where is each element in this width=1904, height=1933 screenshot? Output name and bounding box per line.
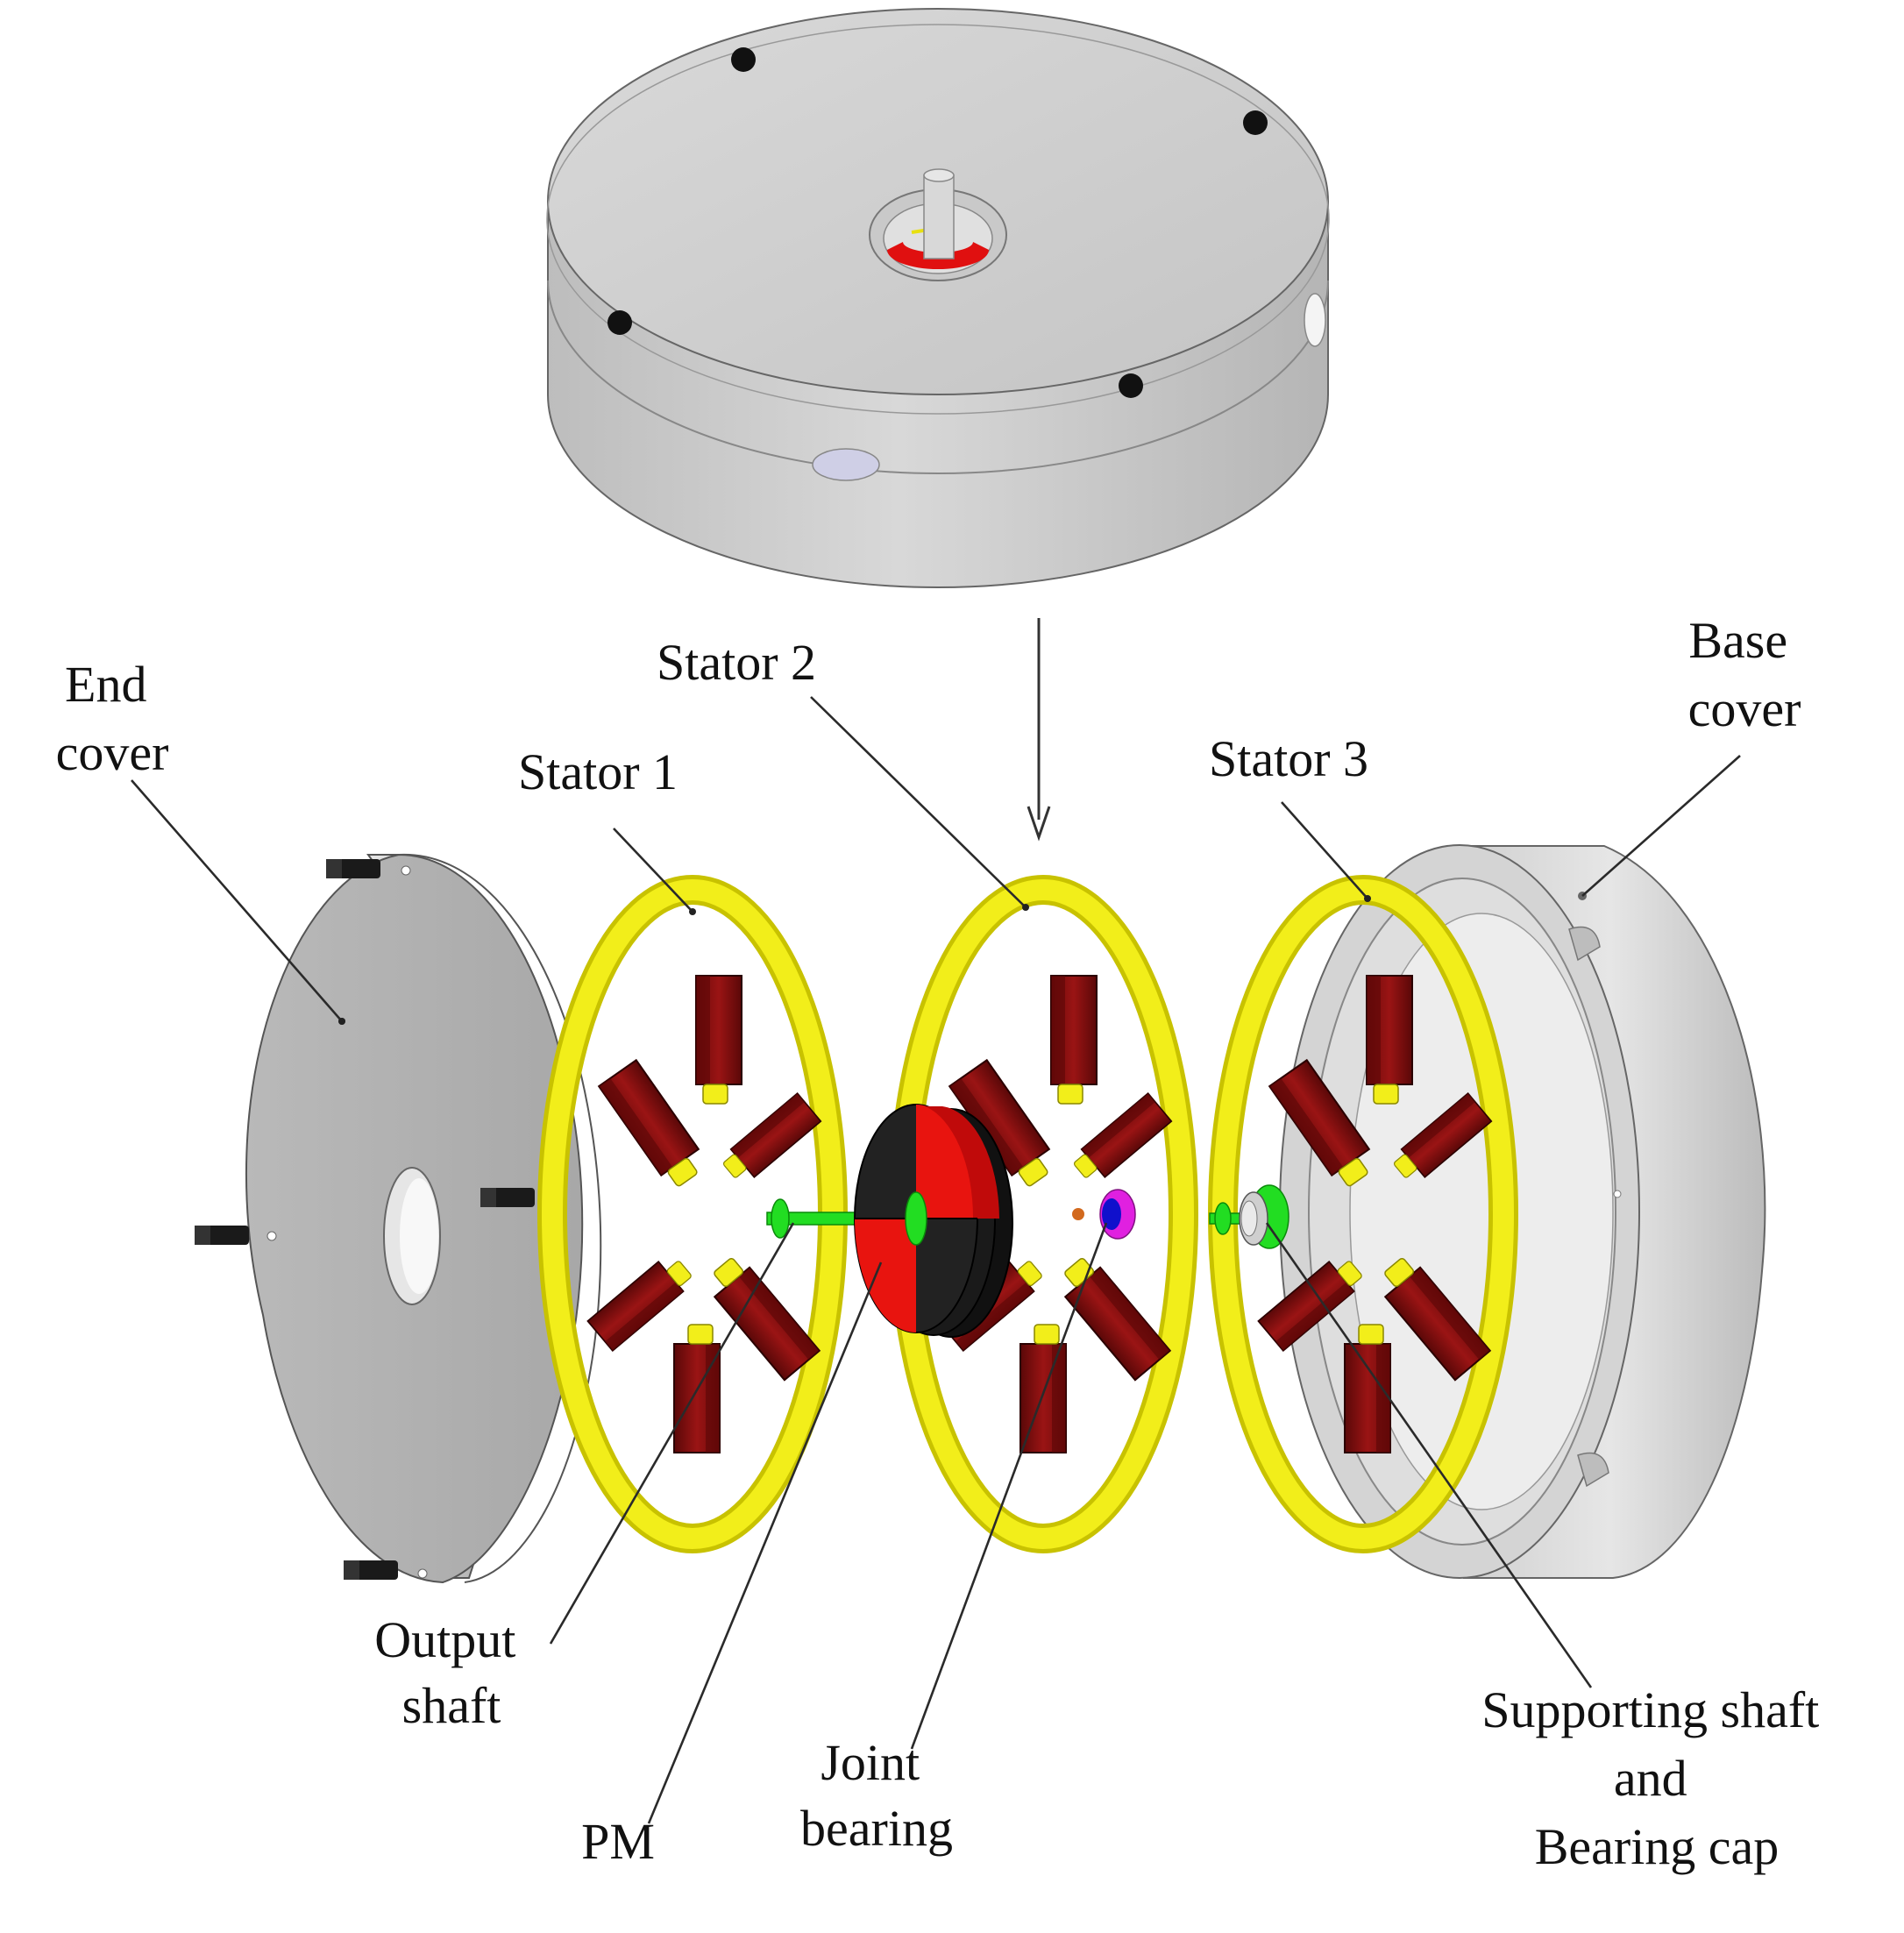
- screw-icon: [326, 859, 380, 878]
- leader-supporting-shaft: [1265, 1222, 1593, 1688]
- leader-pm: [647, 1261, 883, 1824]
- label-stator-2: Stator 2: [657, 634, 816, 691]
- label-output-shaft: Output shaft: [374, 1611, 529, 1734]
- label-base-cover: Base cover: [1688, 612, 1801, 737]
- label-pm: PM: [581, 1813, 655, 1870]
- label-supporting-shaft: Supporting shaft and Bearing cap: [1481, 1681, 1832, 1875]
- leader-stator-3: [1281, 801, 1368, 899]
- labels: End cover Stator 1 Stator 2 Stator 3 Bas…: [56, 612, 1832, 1875]
- assembled-motor: [546, 8, 1330, 588]
- screw-icon: [607, 310, 632, 335]
- screw-icon: [344, 1560, 398, 1580]
- label-end-cover: End cover: [56, 656, 169, 781]
- leader-lines: [131, 696, 1741, 1824]
- screw-icon: [480, 1188, 535, 1207]
- base-cover: [1279, 844, 1766, 1579]
- leader-end-cover: [131, 779, 343, 1022]
- leader-joint-bearing: [910, 1222, 1108, 1750]
- end-cover: [195, 853, 602, 1584]
- supporting-shaft-and-bearing-cap: [1209, 1184, 1289, 1249]
- leader-stator-1: [613, 828, 693, 913]
- leader-base-cover: [1581, 755, 1741, 897]
- leader-stator-2: [810, 696, 1027, 908]
- label-stator-1: Stator 1: [518, 743, 678, 800]
- screw-icon: [1243, 110, 1268, 135]
- joint-bearing: [1099, 1189, 1136, 1240]
- screw-icon: [1119, 373, 1143, 398]
- arrow-down-icon: [1027, 618, 1051, 842]
- label-joint-bearing: Joint bearing: [800, 1734, 953, 1857]
- screw-icon: [731, 47, 756, 72]
- leader-output-shaft: [549, 1222, 795, 1645]
- screw-icon: [195, 1226, 249, 1245]
- permanent-magnet: [854, 1104, 1013, 1338]
- label-stator-3: Stator 3: [1209, 730, 1368, 787]
